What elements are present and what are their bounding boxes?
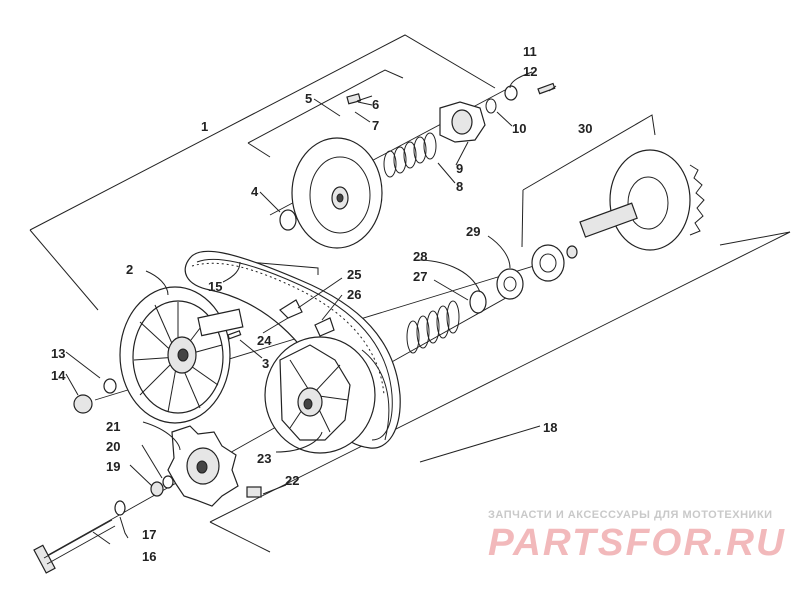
top-sheave: [291, 137, 383, 249]
clip-part-25: [279, 299, 303, 319]
washer-part-13: [103, 378, 117, 394]
washer-part-4: [279, 209, 297, 231]
nut-part-14: [73, 394, 93, 414]
callout-18: 18: [543, 420, 557, 435]
callout-29: 29: [466, 224, 480, 239]
callout-27: 27: [413, 269, 427, 284]
callout-14: 14: [51, 368, 66, 383]
callout-4: 4: [251, 184, 259, 199]
spring-part-8: [383, 132, 437, 178]
callout-26: 26: [347, 287, 361, 302]
callout-21: 21: [106, 419, 120, 434]
callout-9: 9: [456, 161, 463, 176]
callout-10: 10: [512, 121, 526, 136]
callout-25: 25: [347, 267, 361, 282]
leader-lines: [65, 71, 557, 545]
callout-11: 11: [523, 44, 537, 59]
bearing-part-29: [496, 244, 565, 300]
washer-part-11: [504, 85, 518, 101]
washer-part-20: [162, 475, 174, 489]
callout-28: 28: [413, 249, 427, 264]
callout-3: 3: [262, 356, 269, 371]
callout-6: 6: [372, 97, 379, 112]
snap-ring-part-10: [485, 98, 497, 114]
callout-1: 1: [201, 119, 208, 134]
callout-23: 23: [257, 451, 271, 466]
callout-19: 19: [106, 459, 120, 474]
callout-22: 22: [285, 473, 299, 488]
callout-30: 30: [578, 121, 592, 136]
bolt-part-16: [33, 519, 116, 574]
nut-part-19: [150, 481, 164, 497]
callout-12: 12: [523, 64, 537, 79]
assembly-bracket-18: [209, 231, 791, 553]
callout-2: 2: [126, 262, 133, 277]
bolt-shaft-6: [356, 95, 373, 102]
spider-cam: [167, 425, 239, 507]
bushing-part-28: [469, 290, 487, 314]
callout-8: 8: [456, 179, 463, 194]
callout-24: 24: [257, 333, 272, 348]
washer-part-17: [114, 500, 126, 516]
spring-part-27: [406, 300, 460, 354]
fixed-sheave-part-30: [566, 149, 705, 259]
bolt-part-6: [346, 93, 362, 105]
movable-sheave: [264, 336, 390, 454]
pin-part-12: [537, 82, 556, 95]
callout-20: 20: [106, 439, 120, 454]
assembly-bracket-5: [247, 69, 404, 158]
callout-13: 13: [51, 346, 65, 361]
assembly-bracket-30: [521, 114, 656, 248]
watermark: ЗАПЧАСТИ И АКСЕССУАРЫ ДЛЯ МОТОТЕХНИКИ PA…: [488, 509, 786, 564]
stationary-sheave: [119, 286, 244, 424]
callout-labels: 1 2 3 4 5 6 7 8 9 10 11 12 13 14 15 16 1…: [51, 44, 592, 564]
callout-16: 16: [142, 549, 156, 564]
callout-5: 5: [305, 91, 312, 106]
watermark-brand: PARTSFOR.RU: [488, 522, 786, 564]
clip-part-26: [314, 317, 335, 337]
roller-part-22: [246, 486, 262, 498]
callout-7: 7: [372, 118, 379, 133]
callout-17: 17: [142, 527, 156, 542]
callout-15: 15: [208, 279, 222, 294]
assembly-bracket-1: [29, 34, 496, 311]
cover-part-9: [439, 101, 486, 143]
key-part: [227, 330, 242, 340]
watermark-subtitle: ЗАПЧАСТИ И АКСЕССУАРЫ ДЛЯ МОТОТЕХНИКИ: [488, 509, 773, 521]
